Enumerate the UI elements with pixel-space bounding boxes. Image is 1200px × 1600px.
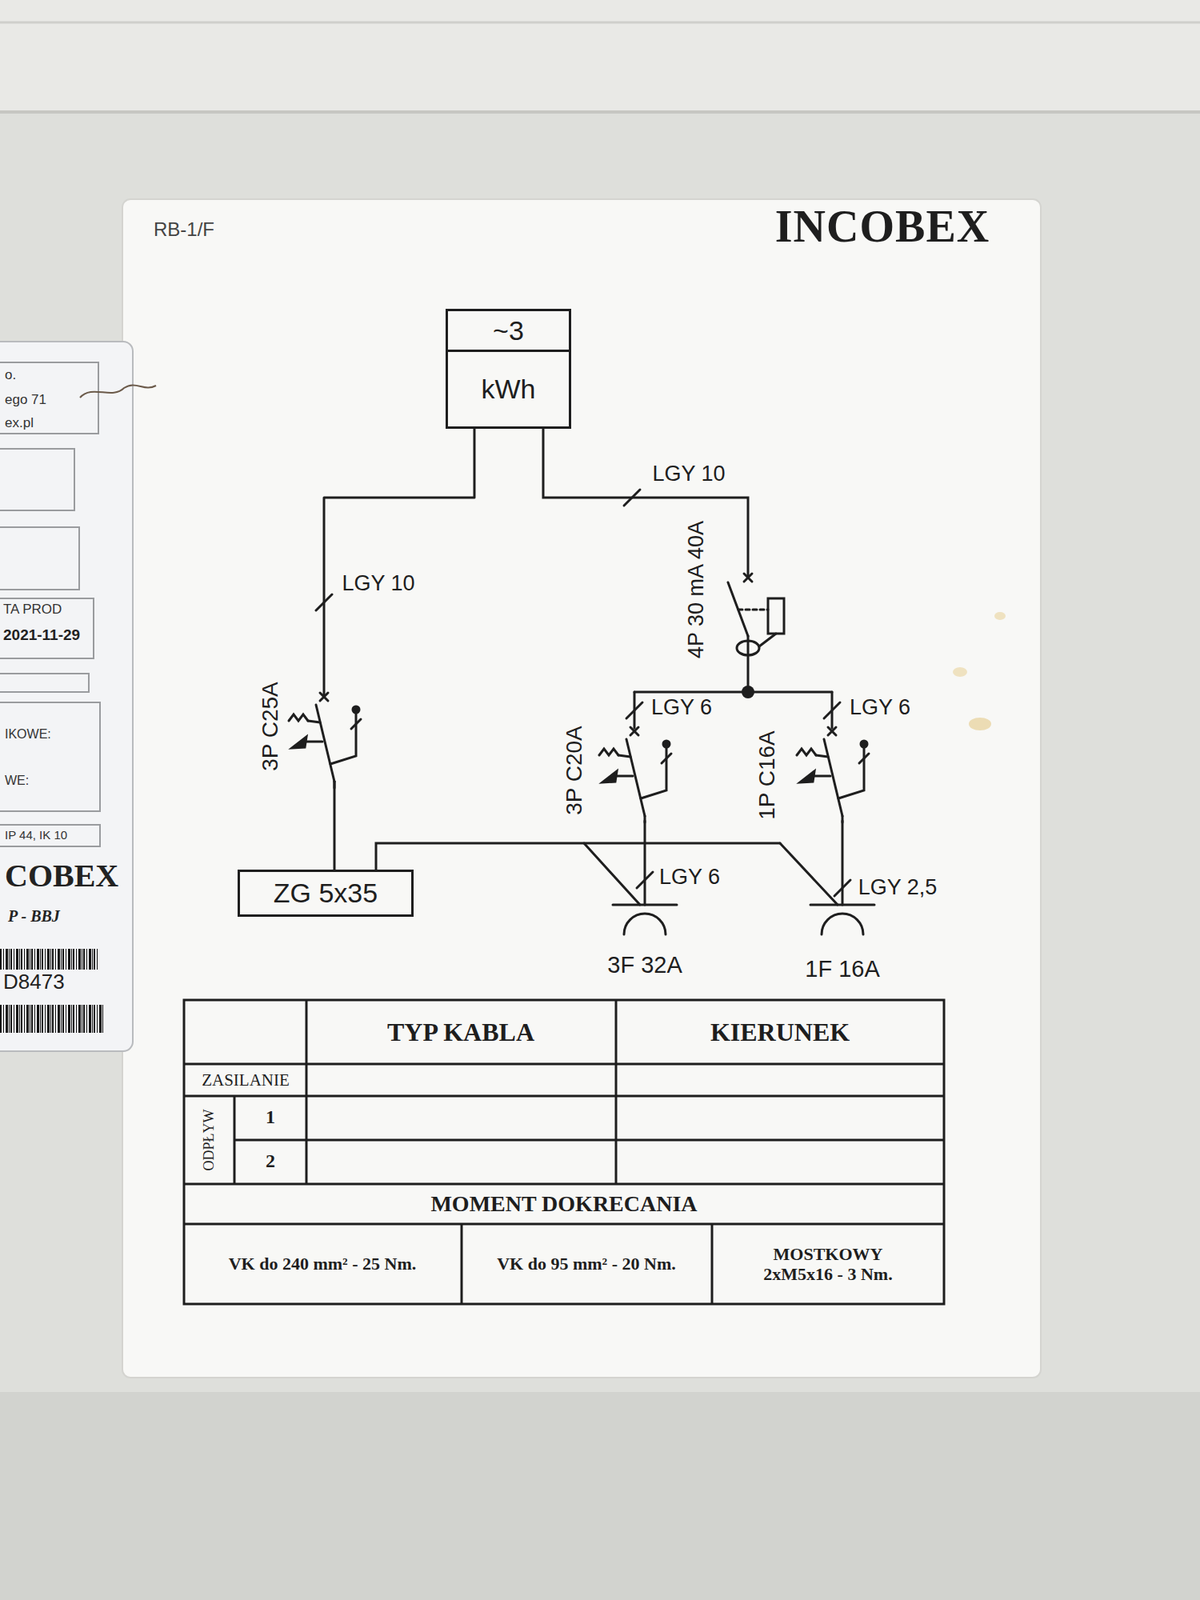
circuit-label: 3P C20A — [561, 725, 588, 816]
circuit-label: 3F 32A — [607, 952, 683, 979]
table-cell-text: ZASILANIE — [201, 1070, 290, 1090]
side-label-text: ex.pl — [4, 415, 34, 432]
table-cell-text: 2 — [265, 1150, 276, 1173]
side-label-text: P - BBJ — [8, 907, 60, 926]
table-cell-text: ODPŁYW — [200, 1109, 218, 1172]
box-heading: ~3 — [448, 311, 569, 352]
circuit-label: LGY 10 — [652, 461, 725, 487]
side-label-text: IP 44, IK 10 — [4, 828, 68, 842]
box-heading: ZG 5x35 — [240, 872, 412, 915]
side-label-text: 2021-11-29 — [3, 626, 80, 644]
stain — [952, 667, 968, 677]
side-label-text: D8473 — [3, 970, 65, 995]
side-sticker — [0, 341, 156, 1052]
side-label-text: COBEX — [4, 857, 119, 895]
stain — [968, 717, 992, 731]
table-cell-text: MOSTKOWY 2xM5x16 - 3 Nm. — [752, 1244, 904, 1285]
terminal-block-box: ZG 5x35 — [237, 869, 414, 917]
side-label-text: IKOWE: — [4, 727, 52, 742]
barcode — [0, 948, 99, 970]
circuit-label: 4P 30 mA 40A — [684, 520, 709, 659]
rim-edge — [0, 21, 1200, 24]
circuit-label: LGY 6 — [659, 864, 720, 890]
circuit-label: LGY 10 — [341, 571, 415, 596]
label-sticker — [122, 199, 1041, 1378]
junction-dot — [741, 685, 755, 699]
circuit-label: LGY 2,5 — [858, 875, 938, 900]
table-grid — [184, 1000, 944, 1304]
sticker-heading: RB-1/F — [153, 218, 215, 241]
circuit-label: LGY 6 — [849, 695, 911, 720]
breaker-symbol — [796, 727, 869, 823]
breaker-symbol — [288, 692, 361, 788]
wire-gap — [313, 696, 346, 781]
table-cell-text: VK do 95 mm² - 20 Nm. — [496, 1253, 676, 1274]
side-label-text: o. — [4, 367, 16, 384]
circuit-label: 1F 16A — [804, 956, 880, 983]
energy-meter-box: ~3kWh — [445, 308, 572, 429]
barcode — [0, 1004, 104, 1033]
wiring — [316, 400, 875, 935]
table-cell-text: VK do 240 mm² - 25 Nm. — [228, 1253, 417, 1274]
wire-tie — [80, 384, 156, 398]
stain — [994, 612, 1006, 620]
side-label-text: TA PROD — [3, 601, 62, 618]
wire-connector — [324, 428, 475, 870]
circuit-label: 1P C16A — [754, 730, 780, 820]
circuit-label: LGY 6 — [651, 695, 712, 720]
table-cell-text: 1 — [265, 1106, 276, 1129]
breaker-symbol — [599, 727, 672, 823]
table-cell-text: MOMENT DOKRECANIA — [430, 1191, 697, 1217]
circuit-label: 3P C25A — [257, 681, 284, 772]
side-label-text: ego 71 — [4, 392, 47, 408]
rim-edge — [0, 110, 1200, 114]
box-text: kWh — [448, 352, 569, 427]
sticker-heading: INCOBEX — [775, 200, 990, 252]
enclosure-rim — [0, 0, 1200, 112]
side-label-text: WE: — [4, 773, 29, 788]
table-cell-text: TYP KABLA — [387, 1017, 535, 1048]
shadow-area — [0, 1392, 1200, 1600]
table-cell-text: KIERUNEK — [710, 1017, 850, 1048]
